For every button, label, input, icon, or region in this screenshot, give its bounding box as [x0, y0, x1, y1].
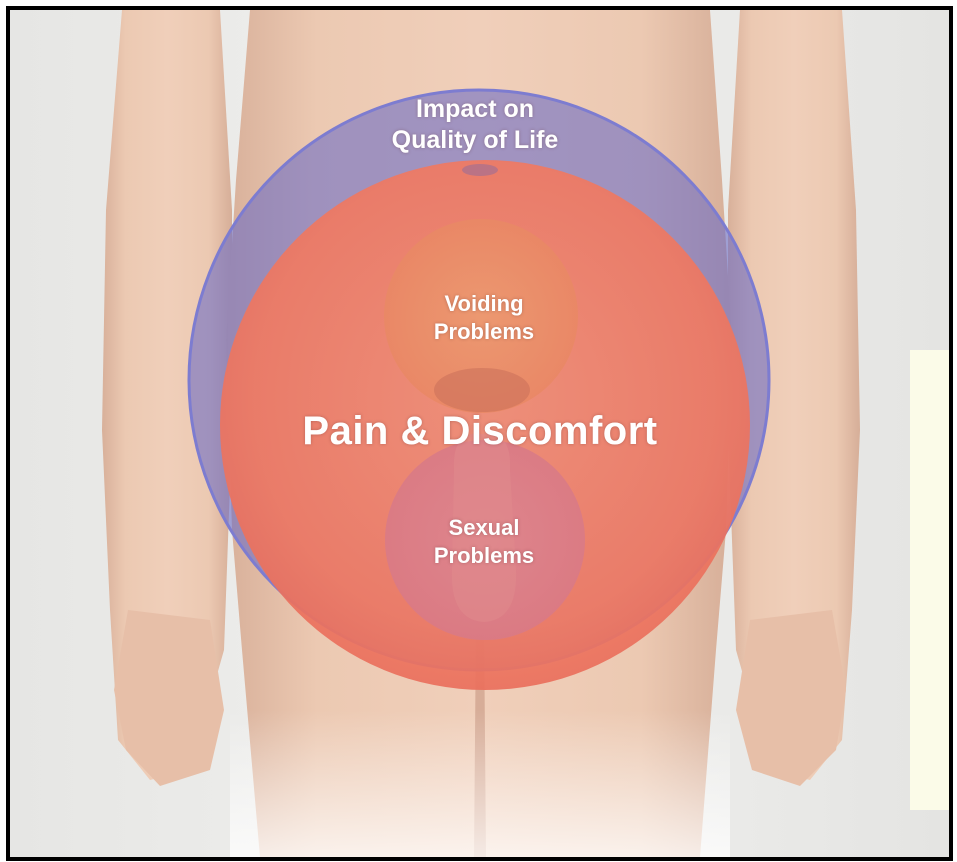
pubic-shadow	[434, 368, 530, 412]
quality-of-life-label-line2: Quality of Life	[340, 125, 610, 156]
navel-shadow	[462, 164, 498, 176]
diagram-frame: Impact on Quality of Life Voiding Proble…	[6, 6, 953, 861]
voiding-problems-label-line2: Problems	[384, 318, 584, 346]
side-panel	[910, 350, 949, 810]
leg-fade	[230, 710, 730, 857]
voiding-problems-label: Voiding Problems	[384, 290, 584, 346]
sexual-problems-label-line2: Problems	[384, 542, 584, 570]
sexual-problems-label-line1: Sexual	[384, 514, 584, 542]
voiding-problems-label-line1: Voiding	[384, 290, 584, 318]
pain-discomfort-label: Pain & Discomfort	[250, 408, 710, 454]
quality-of-life-label: Impact on Quality of Life	[340, 94, 610, 156]
quality-of-life-label-line1: Impact on	[340, 94, 610, 125]
sexual-problems-label: Sexual Problems	[384, 514, 584, 570]
